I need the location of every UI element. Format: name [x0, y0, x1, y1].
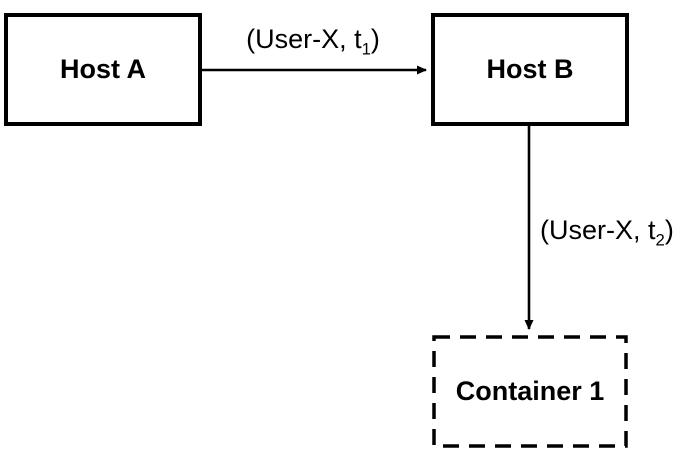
edge-label-b-to-container: (User-X, t2) [540, 213, 674, 250]
node-host-b-label: Host B [486, 54, 574, 84]
edge-label-b-to-container-subscript: 2 [655, 230, 665, 250]
node-host-a-label: Host A [60, 54, 146, 84]
node-host-a: Host A [4, 13, 202, 126]
node-container-1-label: Container 1 [455, 376, 605, 406]
node-container-1: Container 1 [432, 335, 628, 448]
edge-label-a-to-b-text: (User-X, t [246, 24, 362, 54]
edge-label-b-to-container-text: (User-X, t [540, 215, 656, 245]
edge-label-b-to-container-close: ) [664, 215, 674, 245]
node-host-b: Host B [431, 13, 629, 126]
edge-label-a-to-b-close: ) [370, 24, 380, 54]
edge-label-a-to-b: (User-X, t1) [232, 22, 394, 59]
edge-label-a-to-b-subscript: 1 [361, 39, 371, 59]
